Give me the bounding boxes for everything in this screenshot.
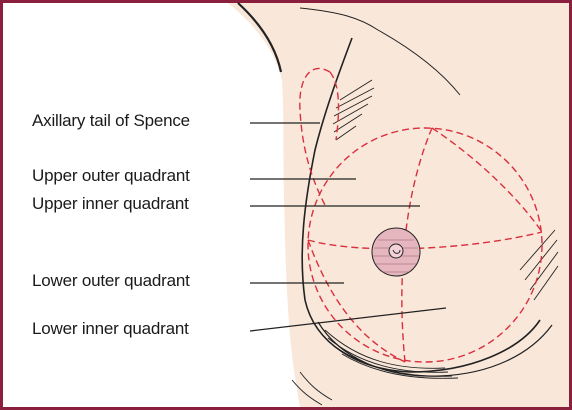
label-upper-inner-quadrant: Upper inner quadrant (32, 194, 189, 214)
label-lower-outer-quadrant: Lower outer quadrant (32, 271, 190, 291)
label-lower-inner-quadrant: Lower inner quadrant (32, 319, 189, 339)
label-upper-outer-quadrant: Upper outer quadrant (32, 166, 190, 186)
nipple (389, 244, 403, 258)
label-axillary-tail: Axillary tail of Spence (32, 111, 190, 131)
